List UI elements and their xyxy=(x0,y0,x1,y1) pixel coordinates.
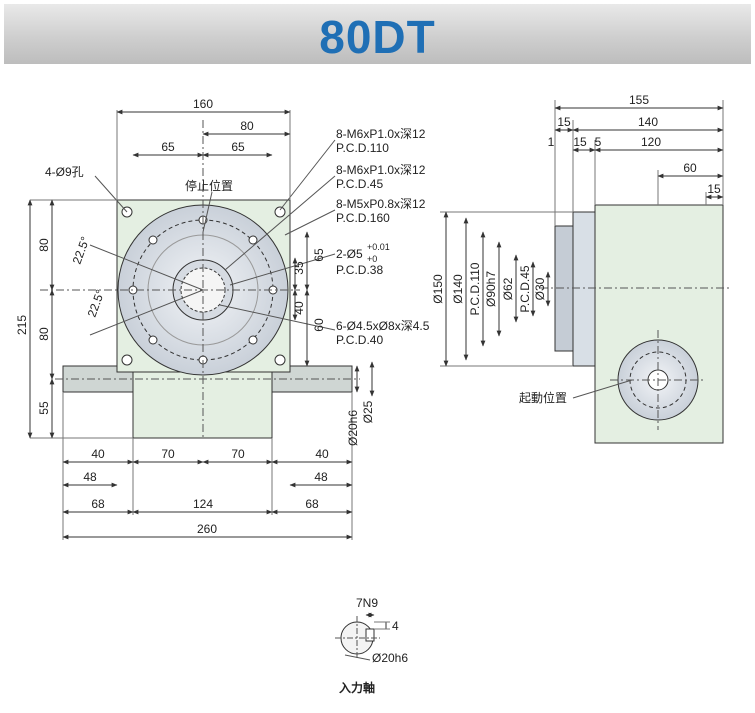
dim-70-right: 70 xyxy=(231,447,245,461)
note-4-tol-upper: +0.01 xyxy=(367,242,390,252)
hole-notes: 8-M6xP1.0x深12 P.C.D.110 8-M6xP1.0x深12 P.… xyxy=(336,127,430,347)
dim-65-left: 65 xyxy=(161,140,175,154)
front-view xyxy=(27,109,375,540)
dim-68-left: 68 xyxy=(91,497,105,511)
input-shaft-label: 入力軸 xyxy=(339,680,375,695)
note-1-pcd: P.C.D.110 xyxy=(336,141,389,155)
dim-d150: Ø150 xyxy=(431,274,445,304)
angle-a: 22.5° xyxy=(70,235,93,266)
dim-d90: Ø90h7 xyxy=(484,271,498,307)
note-4-pcd: P.C.D.38 xyxy=(336,263,383,277)
dim-124: 124 xyxy=(193,497,213,511)
start-position-label: 起動位置 xyxy=(519,390,567,405)
note-5-spec: 6-Ø4.5xØ8x深4.5 xyxy=(336,319,430,333)
corner-hole xyxy=(274,206,286,218)
dim-pcd110: P.C.D.110 xyxy=(468,262,482,315)
dim-48-left: 48 xyxy=(83,470,97,484)
dim-15-b: 15 xyxy=(573,135,587,149)
dim-65-vert: 65 xyxy=(312,248,326,262)
dim-120: 120 xyxy=(641,135,661,149)
side-view-labels: 155 15 140 1 15 5 120 60 15 Ø150 Ø140 P.… xyxy=(431,93,721,405)
corner-hole xyxy=(121,354,133,366)
dim-155: 155 xyxy=(629,93,649,107)
dim-65-right: 65 xyxy=(231,140,245,154)
dim-260: 260 xyxy=(197,522,217,536)
note-3-pcd: P.C.D.160 xyxy=(336,211,390,225)
note-1-spec: 8-M6xP1.0x深12 xyxy=(336,127,426,141)
note-4-spec: 2-Ø5 xyxy=(336,247,363,261)
page-title: 80DT xyxy=(319,11,436,63)
dim-35: 35 xyxy=(292,261,306,275)
angle-b: 22.5° xyxy=(85,288,108,319)
dim-pcd45: P.C.D.45 xyxy=(518,265,532,312)
dim-25: Ø25 xyxy=(361,400,375,423)
input-shaft-labels: 7N9 4 Ø20h6 入力軸 xyxy=(339,596,408,695)
dim-15-c: 15 xyxy=(707,182,721,196)
hole-callout: 4-Ø9孔 xyxy=(45,165,84,179)
dim-d140: Ø140 xyxy=(451,274,465,304)
keyway-depth: 4 xyxy=(392,619,399,633)
dim-d30: Ø30 xyxy=(533,277,547,300)
dim-d62: Ø62 xyxy=(501,277,515,300)
keyway-width: 7N9 xyxy=(356,596,378,610)
dim-15-a: 15 xyxy=(557,115,571,129)
dim-68-right: 68 xyxy=(305,497,319,511)
note-3-spec: 8-M5xP0.8x深12 xyxy=(336,197,426,211)
dim-40-vert: 40 xyxy=(292,301,306,315)
dim-shaft-dia: Ø20h6 xyxy=(346,410,360,446)
note-2-spec: 8-M6xP1.0x深12 xyxy=(336,163,426,177)
dim-5: 5 xyxy=(595,135,602,149)
dim-70-left: 70 xyxy=(161,447,175,461)
dim-40-right: 40 xyxy=(315,447,329,461)
corner-hole xyxy=(274,354,286,366)
dim-80: 80 xyxy=(240,119,254,133)
dim-80-top: 80 xyxy=(37,238,51,252)
dim-40-left: 40 xyxy=(91,447,105,461)
stop-position-label: 停止位置 xyxy=(185,178,233,193)
dim-1: 1 xyxy=(548,135,555,149)
input-shaft-detail xyxy=(335,612,390,661)
title-banner: 80DT xyxy=(4,4,751,64)
note-4-tol-lower: +0 xyxy=(367,254,377,264)
dim-80-bottom: 80 xyxy=(37,327,51,341)
shaft-diameter: Ø20h6 xyxy=(372,651,408,665)
note-5-pcd: P.C.D.40 xyxy=(336,333,383,347)
table-side xyxy=(572,211,596,367)
dim-55: 55 xyxy=(37,401,51,415)
note-2-pcd: P.C.D.45 xyxy=(336,177,383,191)
side-view xyxy=(440,100,730,444)
front-view-labels: 160 80 65 65 4-Ø9孔 停止位置 22.5° 22.5° 215 … xyxy=(15,97,375,536)
dim-60-vert: 60 xyxy=(312,318,326,332)
dim-160: 160 xyxy=(193,97,213,111)
dim-140: 140 xyxy=(638,115,658,129)
dim-48-right: 48 xyxy=(314,470,328,484)
dim-215: 215 xyxy=(15,315,29,335)
dim-60-side: 60 xyxy=(683,161,697,175)
